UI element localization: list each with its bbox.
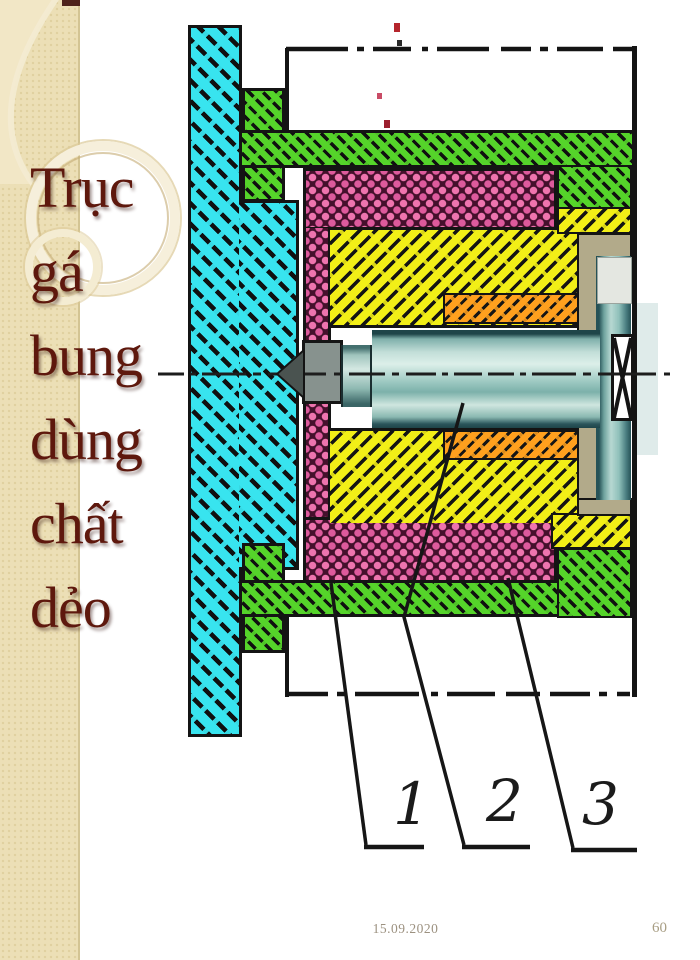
title-line-3: bung bbox=[30, 323, 143, 388]
workpiece-right-border bbox=[632, 46, 637, 697]
sleeve-yellow-strip-bottom-right bbox=[551, 513, 632, 549]
end-cap-highlight-notch bbox=[597, 257, 632, 304]
title-line-2: gá bbox=[30, 239, 84, 304]
ring-orange-top bbox=[443, 293, 590, 324]
faceplate-cyan-hub bbox=[239, 200, 299, 570]
title-line-5: chất bbox=[30, 491, 124, 556]
faceplate-cyan-column bbox=[188, 25, 242, 737]
workpiece-outline-top bbox=[285, 48, 635, 130]
body-green-wedge-top-right bbox=[557, 165, 632, 209]
top-accent-notch bbox=[62, 0, 80, 6]
black-tick bbox=[397, 40, 402, 46]
shaft-neck-step bbox=[341, 345, 372, 407]
title-line-6: dẻo bbox=[30, 575, 112, 640]
body-green-band-top bbox=[242, 130, 636, 168]
plastic-band-top-magenta bbox=[303, 168, 557, 230]
part-label-3: 3 bbox=[582, 770, 619, 838]
part-label-1: 1 bbox=[393, 770, 430, 838]
title-line-1: Trục bbox=[30, 155, 134, 220]
clamp-screw-box bbox=[611, 334, 634, 421]
slide-title: Trục gá bung dùng chất dẻo bbox=[30, 146, 200, 650]
mandrel-shaft-cylinder bbox=[372, 330, 600, 428]
workpiece-outline-bottom bbox=[285, 617, 633, 697]
footer-page-number: 60 bbox=[652, 920, 667, 936]
title-line-4: dùng bbox=[30, 407, 143, 472]
plastic-band-bottom-magenta bbox=[303, 517, 557, 583]
ring-orange-bottom bbox=[443, 430, 590, 460]
sleeve-yellow-strip-top-right bbox=[557, 207, 632, 234]
footer-date: 15.09.2020 bbox=[372, 921, 439, 936]
end-cap-tan-bottom bbox=[577, 498, 632, 516]
pale-reflection-strip bbox=[637, 303, 658, 455]
red-speck-1 bbox=[394, 23, 400, 32]
part-label-2: 2 bbox=[486, 767, 523, 835]
body-green-wedge-bottom-right bbox=[557, 548, 632, 618]
drawbar-gray-block bbox=[302, 340, 343, 404]
